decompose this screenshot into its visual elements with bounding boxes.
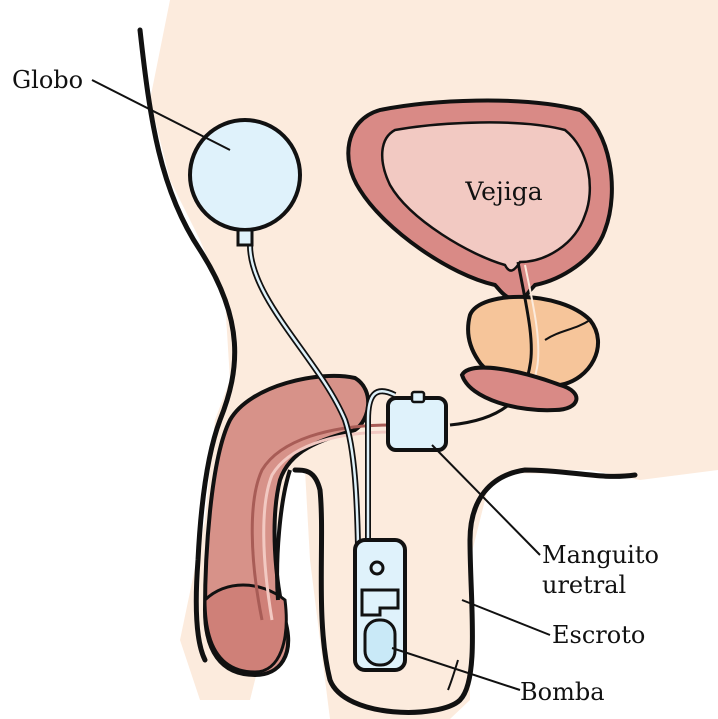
label-globo: Globo [12,68,83,92]
urethral-cuff-port [412,392,424,402]
label-bomba: Bomba [520,680,605,704]
urethral-cuff [388,398,446,450]
bladder-label: Vejiga [464,177,542,206]
label-escroto: Escroto [552,623,645,647]
pump-bulb [365,620,395,665]
label-manguito-line1: Manguito [542,543,659,567]
balloon-neck [238,230,252,245]
balloon [190,120,300,230]
label-manguito-line2: uretral [542,573,626,597]
escroto-leader-line [462,600,550,635]
